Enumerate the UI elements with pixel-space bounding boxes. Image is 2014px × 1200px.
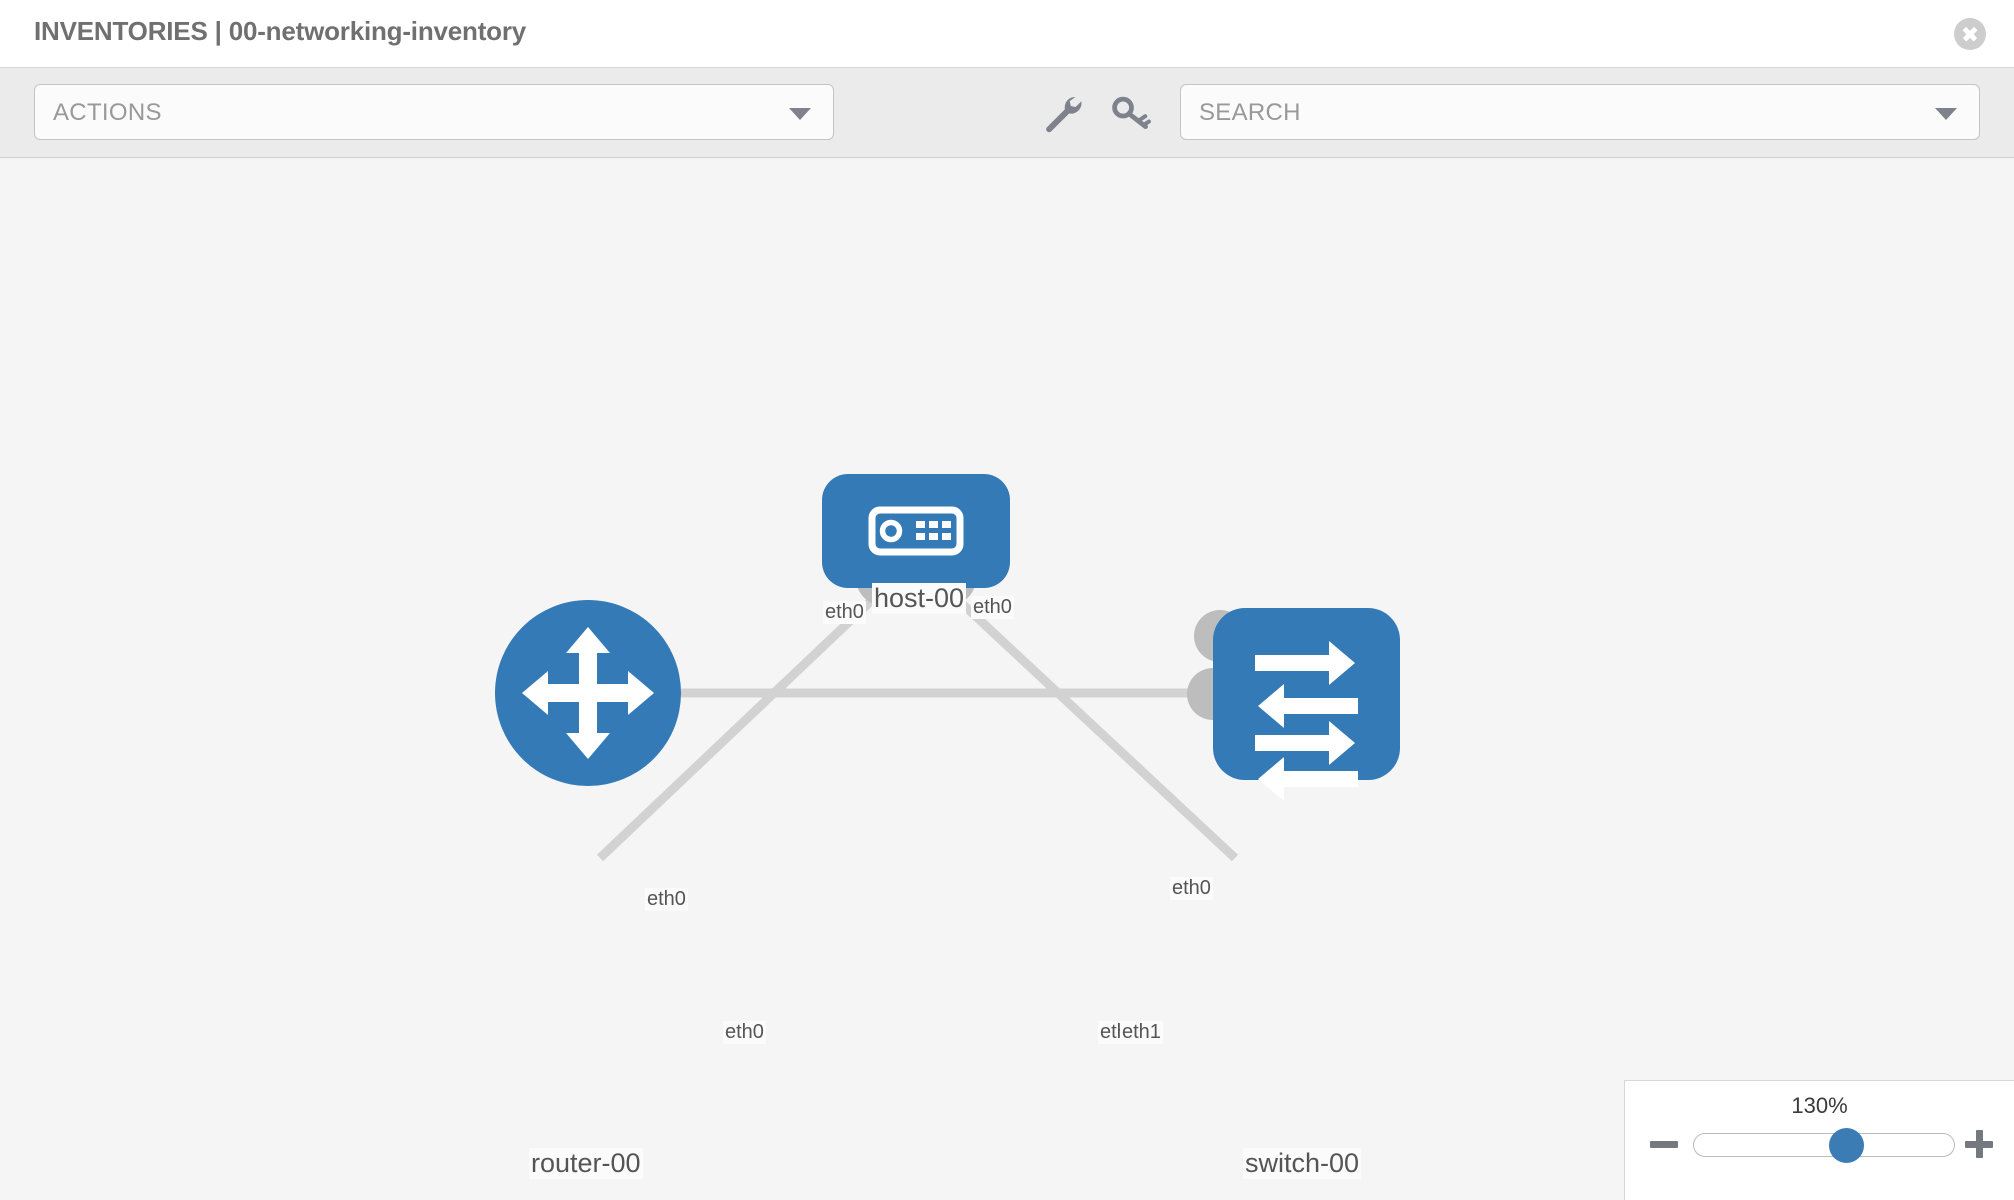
zoom-slider-thumb[interactable]: [1829, 1128, 1865, 1163]
page-header: INVENTORIES | 00-networking-inventory: [0, 0, 2014, 68]
actions-dropdown[interactable]: ACTIONS: [34, 84, 834, 140]
wrench-icon-svg: [1046, 96, 1082, 133]
iface-label: eth0: [645, 888, 688, 911]
iface-label: eth0: [723, 1021, 766, 1044]
close-icon[interactable]: [1954, 18, 1986, 50]
node-label-host-00: host-00: [872, 583, 967, 614]
search-input[interactable]: SEARCH: [1180, 84, 1980, 140]
iface-label: eth1: [1120, 1021, 1163, 1044]
node-switch-00[interactable]: [1213, 608, 1400, 801]
iface-label: eth0: [823, 601, 866, 624]
topology-graph: [495, 474, 1400, 862]
minus-icon[interactable]: [1647, 1127, 1681, 1161]
key-icon[interactable]: [1108, 90, 1152, 134]
iface-label: eth0: [971, 596, 1014, 619]
plus-icon[interactable]: [1962, 1127, 1996, 1161]
key-icon-svg: [1112, 96, 1151, 130]
server-icon: [868, 506, 964, 556]
edge-group: [596, 579, 1239, 862]
toolbar: ACTIONS SEARCH: [0, 68, 2014, 158]
zoom-level-value: 130%: [1791, 1093, 1848, 1118]
page-title: INVENTORIES | 00-networking-inventory: [34, 16, 527, 46]
iface-label: eth0: [1170, 877, 1213, 900]
actions-dropdown-label: ACTIONS: [53, 99, 162, 126]
router-icon: [522, 627, 654, 759]
search-placeholder: SEARCH: [1199, 99, 1301, 126]
node-host-00[interactable]: [822, 474, 1010, 588]
chevron-down-icon[interactable]: [1935, 108, 1957, 120]
node-label-switch-00: switch-00: [1243, 1148, 1362, 1179]
zoom-control-panel: 130%: [1624, 1080, 2014, 1200]
wrench-icon[interactable]: [1040, 90, 1084, 134]
switch-icon: [1255, 641, 1358, 801]
node-router-00[interactable]: [495, 600, 681, 786]
zoom-slider[interactable]: [1693, 1128, 1955, 1163]
edge-host-00-switch-00[interactable]: [936, 579, 1239, 862]
edge-router-00-host-00[interactable]: [596, 579, 894, 862]
chevron-down-icon: [789, 108, 811, 120]
node-label-router-00: router-00: [529, 1148, 643, 1179]
topology-canvas[interactable]: eth0 eth0 eth0 eth0 eth0 eth0 eth1 host-…: [0, 158, 2014, 1200]
